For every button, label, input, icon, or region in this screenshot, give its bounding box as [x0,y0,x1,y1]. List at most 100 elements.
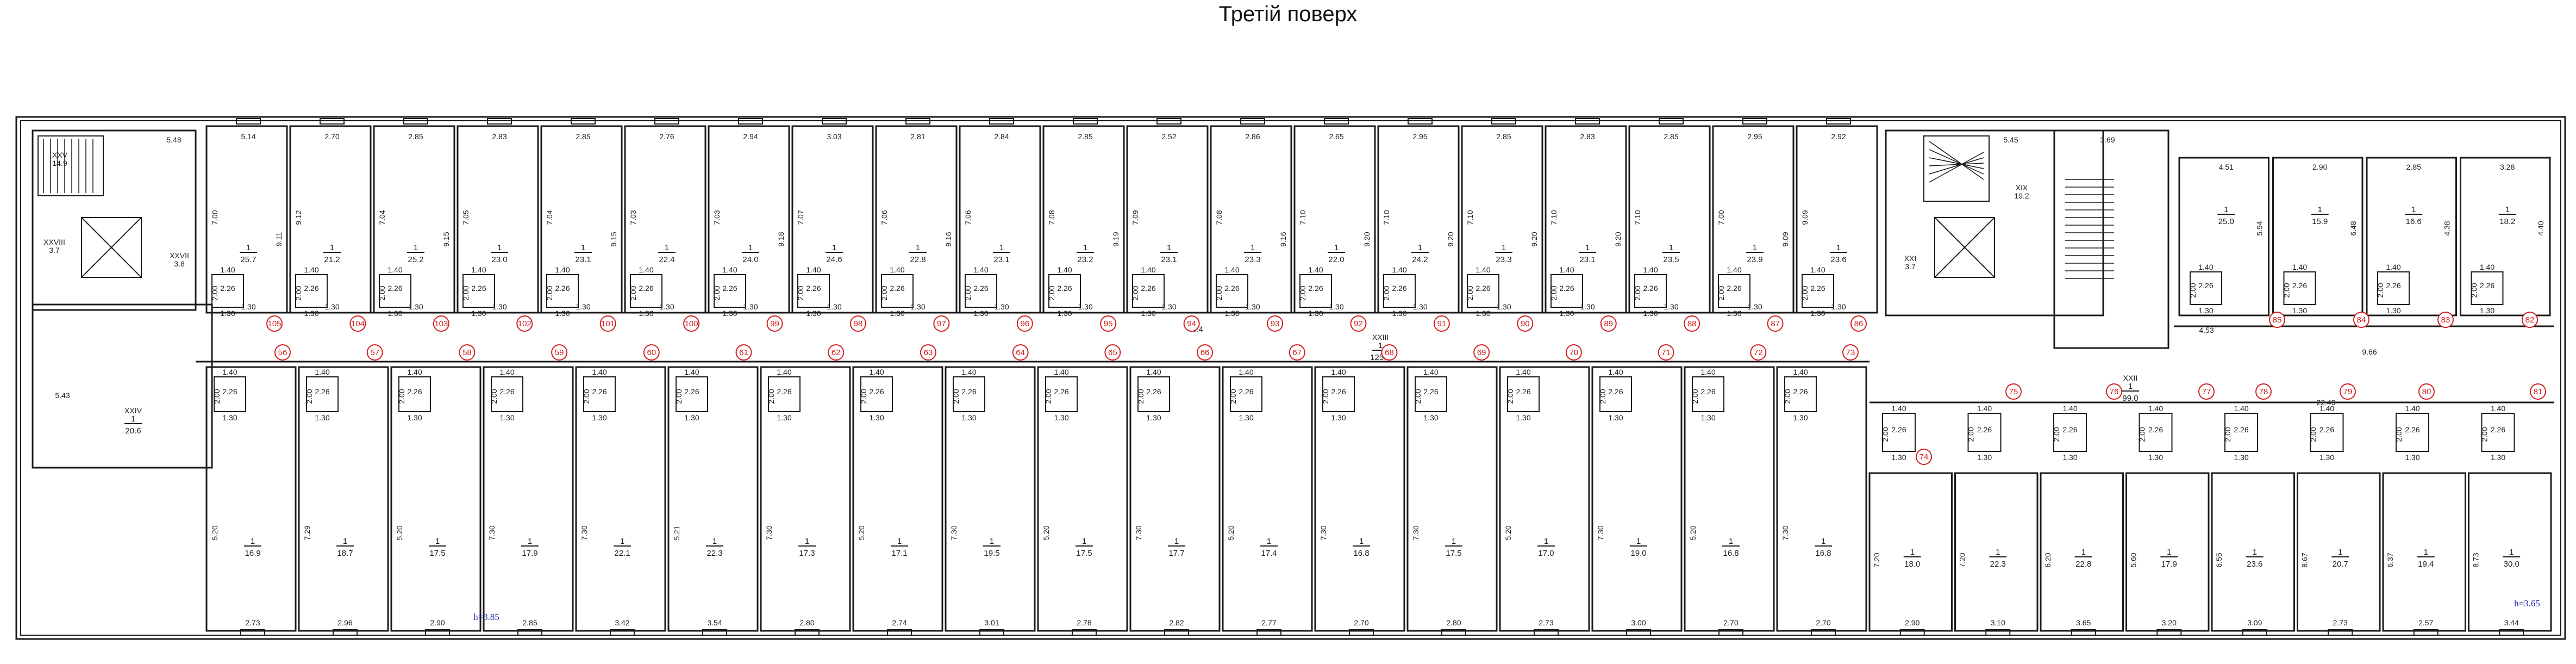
bottom-room [1037,366,1128,632]
bottom-room [1406,366,1498,632]
room-depth: 7.04 [378,210,386,225]
room-depth: 5.20 [395,525,404,540]
bath-dimension: 2.26 [2198,281,2213,290]
door-width: 1.30 [659,302,674,311]
bath-dimension: 2.00 [2480,427,2489,442]
bathroom [1322,376,1355,412]
bath-dimension: 1.30 [961,413,976,422]
room-depth: 9.15 [442,232,451,246]
top-room [457,125,539,314]
room-width: 2.73 [245,618,260,627]
window [822,118,847,125]
room-width: 3.42 [615,618,629,627]
bath-dimension: 1.30 [2491,453,2505,462]
bath-dimension: 2.00 [1382,286,1391,300]
room-width: 2.73 [1539,618,1553,627]
room-depth: 9.16 [1279,232,1287,246]
room-width: 2.85 [1664,132,1678,141]
bathroom [797,274,830,308]
bath-dimension: 2.00 [1229,389,1237,404]
room-depth: 7.10 [1466,210,1474,225]
bath-dimension: 2.00 [880,286,889,300]
bathroom [1383,274,1416,308]
room-number-label: 1 [1334,243,1339,252]
room-marker [1473,344,1490,361]
window [738,118,763,125]
space-area: 3.8 [174,259,185,268]
top-room [1293,125,1376,314]
bath-dimension: 1.40 [2386,263,2400,271]
window [487,118,512,125]
bath-dimension: 1.40 [1054,368,1068,376]
window [989,118,1014,125]
room-number-label: 1 [1836,243,1841,252]
bath-dimension: 1.30 [1054,413,1068,422]
room-area-label: 24.2 [1412,255,1428,264]
top-room [708,125,790,314]
room-marker-label: 83 [2441,315,2450,325]
bath-dimension: 1.40 [499,368,514,376]
bath-dimension: 2.26 [222,387,237,396]
bath-dimension: 2.00 [1506,389,1515,404]
room-marker [1600,315,1617,332]
room-depth: 8.67 [2300,553,2309,567]
window [1534,629,1559,636]
bath-dimension: 1.40 [1559,265,1574,274]
bath-dimension: 2.00 [461,286,470,300]
room-area-label: 19.4 [2418,560,2434,569]
room-width: 3.20 [2162,618,2177,627]
room-number-label: 1 [2505,205,2510,214]
window [2156,629,2182,636]
room-marker-label: 86 [1854,319,1864,328]
bottom-right-room [2211,472,2295,632]
dimension-label: 3.69 [2100,135,2115,144]
room-depth: 7.06 [964,210,972,225]
room-area-label: 23.3 [1245,255,1260,264]
stair-block [32,129,197,311]
room-marker [683,315,700,332]
room-width: 2.95 [1747,132,1762,141]
window [2499,629,2524,636]
bath-dimension: 1.40 [1727,265,1741,274]
stair-step [1929,163,1984,166]
room-marker-label: 68 [1385,348,1394,357]
room-depth: 5.20 [210,525,219,540]
room-area-label: 22.4 [659,255,674,264]
top-room [1628,125,1711,314]
bath-dimension: 2.26 [592,387,607,396]
room-marker [920,344,936,361]
room-marker-label: 70 [1570,348,1579,357]
bath-dimension: 2.00 [2376,283,2385,297]
room-number-label: 1 [246,243,251,252]
bath-dimension: 1.40 [1891,404,1906,413]
dimension-label: 22.49 [2316,398,2335,407]
bottom-room [205,366,297,632]
bath-dimension: 1.30 [1239,413,1253,422]
bath-dimension: 1.30 [890,309,904,318]
room-area-label: 15.9 [2312,217,2328,226]
stair-step [1929,157,1984,169]
room-number-label: 1 [2411,205,2416,214]
room-marker-label: 57 [370,348,379,357]
bath-dimension: 1.40 [639,265,653,274]
bath-dimension: 1.40 [2491,404,2505,413]
bath-dimension: 2.26 [2234,425,2248,434]
bath-dimension: 1.30 [2319,453,2334,462]
room-width: 2.65 [1329,132,1343,141]
room-width: 2.70 [324,132,339,141]
window [1349,629,1374,636]
corridor-label: XXIII [1372,333,1389,342]
bathroom [1882,413,1916,452]
room-area-label: 23.5 [1663,255,1679,264]
bath-dimension: 1.30 [220,309,235,318]
bath-dimension: 1.40 [315,368,329,376]
room-number-label: 1 [581,243,585,252]
room-area-label: 22.1 [614,549,630,558]
bath-dimension: 2.26 [315,387,329,396]
room-marker [1183,315,1200,332]
room-depth: 7.30 [1596,525,1605,540]
room-area-label: 18.0 [1904,560,1920,569]
room-marker [459,344,476,361]
bathroom [676,376,708,412]
room-width: 2.94 [743,132,758,141]
